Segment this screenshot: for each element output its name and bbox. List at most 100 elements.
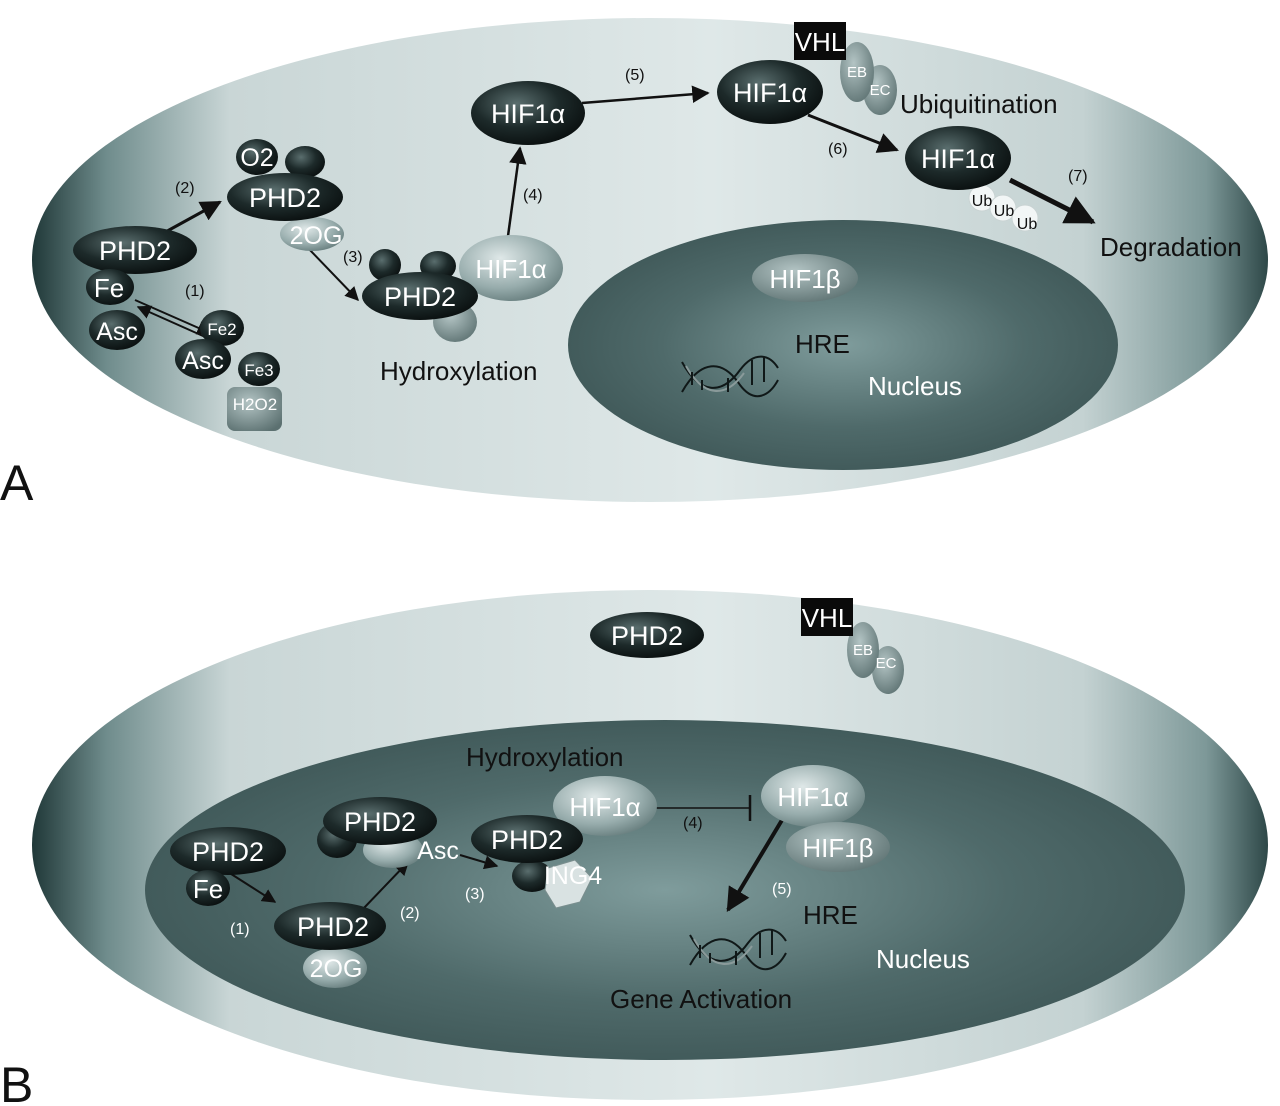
dna-helix-icon xyxy=(681,355,779,398)
nucleus-label: Nucleus xyxy=(876,944,970,974)
step-3-label: (3) xyxy=(343,249,363,266)
hif1a-top-label: HIF1α xyxy=(491,99,565,129)
ub-label-1: Ub xyxy=(972,193,993,210)
fe-label: Fe xyxy=(193,874,223,904)
eb-label: EB xyxy=(853,642,873,659)
hre-label: HRE xyxy=(803,900,858,930)
phd2-top-label: PHD2 xyxy=(611,621,683,651)
step-5-label: (5) xyxy=(772,881,792,898)
h2o2-label: H2O2 xyxy=(233,395,277,414)
phd2-hyd-bump-1 xyxy=(369,249,401,281)
asc-molecule-2 xyxy=(175,339,231,379)
arrow-step-3 xyxy=(459,854,499,870)
panel-a: PHD2 Fe Asc Fe2 Asc Fe3 H2O2 O2 PHD2 2OG… xyxy=(0,18,1268,511)
hif1a-ub-label: HIF1α xyxy=(921,144,995,174)
ing4-bump xyxy=(512,860,552,892)
hif1b-molecule xyxy=(752,254,858,302)
phd2-mid-label: PHD2 xyxy=(249,183,321,213)
arrow-step-7 xyxy=(1008,177,1096,225)
eb-label: EB xyxy=(847,64,867,81)
fe-molecule xyxy=(86,269,134,305)
2og-molecule xyxy=(280,217,344,251)
panel-a-letter: A xyxy=(0,455,34,511)
2og-molecule xyxy=(303,948,367,988)
degradation-label: Degradation xyxy=(1100,232,1242,262)
vhl-box xyxy=(794,22,846,60)
phd2-fe-molecule xyxy=(73,226,197,274)
step-2-label: (2) xyxy=(175,180,195,197)
2og-label: 2OG xyxy=(310,955,363,983)
arrow-step-2 xyxy=(159,200,222,237)
asc-label-2: Asc xyxy=(182,347,224,375)
phd2-og-label: PHD2 xyxy=(297,912,369,942)
hydroxylation-label: Hydroxylation xyxy=(466,742,624,772)
phd2-asc-label: PHD2 xyxy=(344,807,416,837)
arrow-step-5 xyxy=(726,813,787,913)
phd2-mid-molecule xyxy=(227,173,343,221)
hif1b-label: HIF1β xyxy=(769,264,840,294)
step-1-label: (1) xyxy=(185,283,205,300)
asc-molecule-1 xyxy=(89,310,145,350)
nucleus-shape xyxy=(568,220,1118,470)
phd2-og-molecule xyxy=(274,902,386,950)
phd2-ing4-molecule xyxy=(471,815,583,863)
hre-label: HRE xyxy=(795,329,850,359)
step-7-label: (7) xyxy=(1068,168,1088,185)
arrow-step-1 xyxy=(227,871,277,903)
fe-molecule xyxy=(186,870,230,906)
ing4-label: ING4 xyxy=(544,862,602,890)
arrow-step-3 xyxy=(307,247,359,302)
hif1a-vhl-molecule xyxy=(717,60,823,124)
hif1b-molecule xyxy=(786,822,890,872)
ec-label: EC xyxy=(876,655,897,672)
hif1a-ub-molecule xyxy=(905,126,1011,190)
hif1a-hyd-molecule xyxy=(459,235,563,301)
panel-b: PHD2 VHL EB EC PHD2 Fe PHD2 2OG PHD2 Asc… xyxy=(0,590,1268,1106)
step-5-label: (5) xyxy=(625,67,645,84)
ec-label: EC xyxy=(870,82,891,99)
step-4-label: (4) xyxy=(523,187,543,204)
phd2-fe-label: PHD2 xyxy=(192,837,264,867)
step-1-arrows xyxy=(134,299,213,341)
phd2-ing4-label: PHD2 xyxy=(491,825,563,855)
phd2-top-molecule xyxy=(590,612,704,658)
hif1a-hyd-label: HIF1α xyxy=(475,254,546,284)
arrow-step-2 xyxy=(361,860,409,911)
arrow-step-6 xyxy=(807,113,899,153)
phd2-asc-molecule xyxy=(323,797,437,845)
asc-label: Asc xyxy=(417,837,459,865)
ec-molecule xyxy=(872,646,904,694)
step-4-label: (4) xyxy=(683,815,703,832)
ub-label-2: Ub xyxy=(994,203,1015,220)
phd2-hyd-label: PHD2 xyxy=(384,282,456,312)
ubiquitination-label: Ubiquitination xyxy=(900,89,1058,119)
ub-bubble-3 xyxy=(1011,204,1039,232)
eb-molecule xyxy=(840,42,874,102)
vhl-label: VHL xyxy=(802,603,853,633)
fe3-label: Fe3 xyxy=(244,361,273,380)
ing4-cube xyxy=(544,859,593,909)
hif1a-hyd-label: HIF1α xyxy=(569,792,640,822)
vhl-box xyxy=(801,598,853,636)
phd2-fe-molecule xyxy=(170,827,286,875)
ub-label-3: Ub xyxy=(1017,216,1038,233)
fe2-molecule xyxy=(200,310,244,346)
o2-molecule xyxy=(236,139,278,175)
hif1b-label: HIF1β xyxy=(802,833,873,863)
hif1a-right-label: HIF1α xyxy=(777,782,848,812)
hif1a-right-molecule xyxy=(761,765,865,827)
h2o2-molecule xyxy=(227,387,282,431)
hif1a-top-molecule xyxy=(471,81,585,145)
step-3-label: (3) xyxy=(465,886,485,903)
fe3-molecule xyxy=(238,352,280,386)
fe-label: Fe xyxy=(94,273,124,303)
panel-b-letter: B xyxy=(0,1057,33,1106)
phd2-hyd-molecule xyxy=(362,272,478,320)
2og-label: 2OG xyxy=(290,222,343,250)
fe2-label: Fe2 xyxy=(207,320,236,339)
o2-label: O2 xyxy=(240,144,273,172)
step-6-label: (6) xyxy=(828,141,848,158)
dna-helix-icon xyxy=(689,928,787,971)
arrow-step-5 xyxy=(581,85,710,105)
